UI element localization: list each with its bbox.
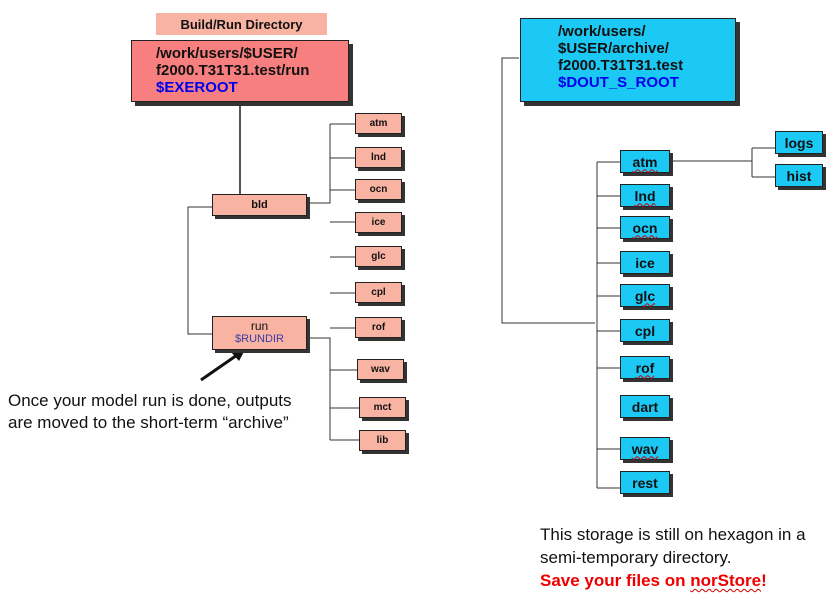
bld-child-rof: rof (355, 317, 402, 338)
bld-child-lnd: lnd (355, 147, 402, 168)
bld-box: bld (212, 194, 307, 216)
exeroot-path-line1: /work/users/$USER/ (156, 45, 298, 62)
bld-child-label: rof (371, 322, 386, 333)
arrow-line (200, 351, 241, 382)
bld-child-cpl: cpl (355, 282, 402, 303)
exeroot-box: /work/users/$USER/ f2000.T31T31.test/run… (131, 40, 349, 102)
bld-child-label: ice (371, 217, 386, 228)
atm-child-logs: logs (775, 131, 823, 154)
dout-s-root-var: $DOUT_S_ROOT (558, 74, 679, 91)
atm-child-label: hist (786, 167, 812, 184)
archive-move-note: Once your model run is done, outputs are… (8, 391, 292, 432)
build-run-title: Build/Run Directory (156, 13, 327, 35)
archive-child-cpl: cpl (620, 319, 670, 342)
save-files-warning: Save your files on norStore! (540, 569, 835, 592)
bld-child-label: lib (376, 435, 389, 446)
archive-child-label: rest (632, 474, 658, 491)
bld-child-lib: lib (359, 430, 406, 451)
bld-child-label: glc (371, 251, 386, 262)
dout-path-line1: /work/users/ (558, 23, 646, 40)
warning-norstore: norStore (690, 571, 762, 590)
bld-child-ocn: ocn (355, 179, 402, 200)
bld-child-glc: glc (355, 246, 402, 267)
archive-child-lnd: lnd (620, 184, 670, 207)
archive-child-ice: ice (620, 251, 670, 274)
bld-child-label: wav (371, 364, 390, 375)
archive-child-label: ocn (632, 219, 658, 236)
bld-child-label: cpl (371, 287, 386, 298)
warning-suffix: ! (761, 571, 767, 590)
archive-child-label: atm (632, 153, 658, 170)
archive-child-label: wav (631, 440, 659, 457)
archive-child-ocn: ocn (620, 216, 670, 239)
warning-prefix: Save your files on (540, 571, 691, 590)
archive-child-dart: dart (620, 395, 670, 418)
dout-path-line3: f2000.T31T31.test (558, 57, 684, 74)
exeroot-var: $EXEROOT (156, 79, 238, 96)
bld-label: bld (251, 199, 268, 211)
bld-child-label: lnd (371, 152, 386, 163)
storage-note: This storage is still on hexagon in a se… (540, 523, 835, 592)
dout-s-root-box: /work/users/ $USER/archive/ f2000.T31T31… (520, 18, 736, 102)
bld-child-label: ocn (369, 184, 388, 195)
archive-child-label: ice (635, 254, 655, 271)
archive-child-label: rof (635, 359, 655, 376)
archive-child-label: lnd (634, 187, 656, 204)
archive-child-label: cpl (634, 322, 656, 339)
exeroot-path-line2: f2000.T31T31.test/run (156, 62, 310, 79)
archive-child-atm: atm (620, 150, 670, 173)
arrow-head (231, 348, 246, 361)
bld-child-label: atm (369, 118, 388, 129)
dout-path-line2: $USER/archive/ (558, 40, 669, 57)
atm-child-label: logs (784, 134, 814, 151)
storage-note-text: This storage is still on hexagon in a se… (540, 525, 806, 567)
archive-child-glc: glc (620, 284, 670, 307)
rundir-var: $RUNDIR (235, 333, 284, 345)
run-label: run (250, 319, 269, 333)
archive-child-label: dart (631, 398, 659, 415)
run-box: run $RUNDIR (212, 316, 307, 350)
bld-child-mct: mct (359, 397, 406, 418)
archive-child-wav: wav (620, 437, 670, 460)
archive-child-rest: rest (620, 471, 670, 494)
archive-child-rof: rof (620, 356, 670, 379)
bld-child-atm: atm (355, 113, 402, 134)
bld-child-label: mct (373, 402, 392, 413)
bld-child-wav: wav (357, 359, 404, 380)
bld-child-ice: ice (355, 212, 402, 233)
atm-child-hist: hist (775, 164, 823, 187)
archive-child-label: glc (634, 287, 656, 304)
